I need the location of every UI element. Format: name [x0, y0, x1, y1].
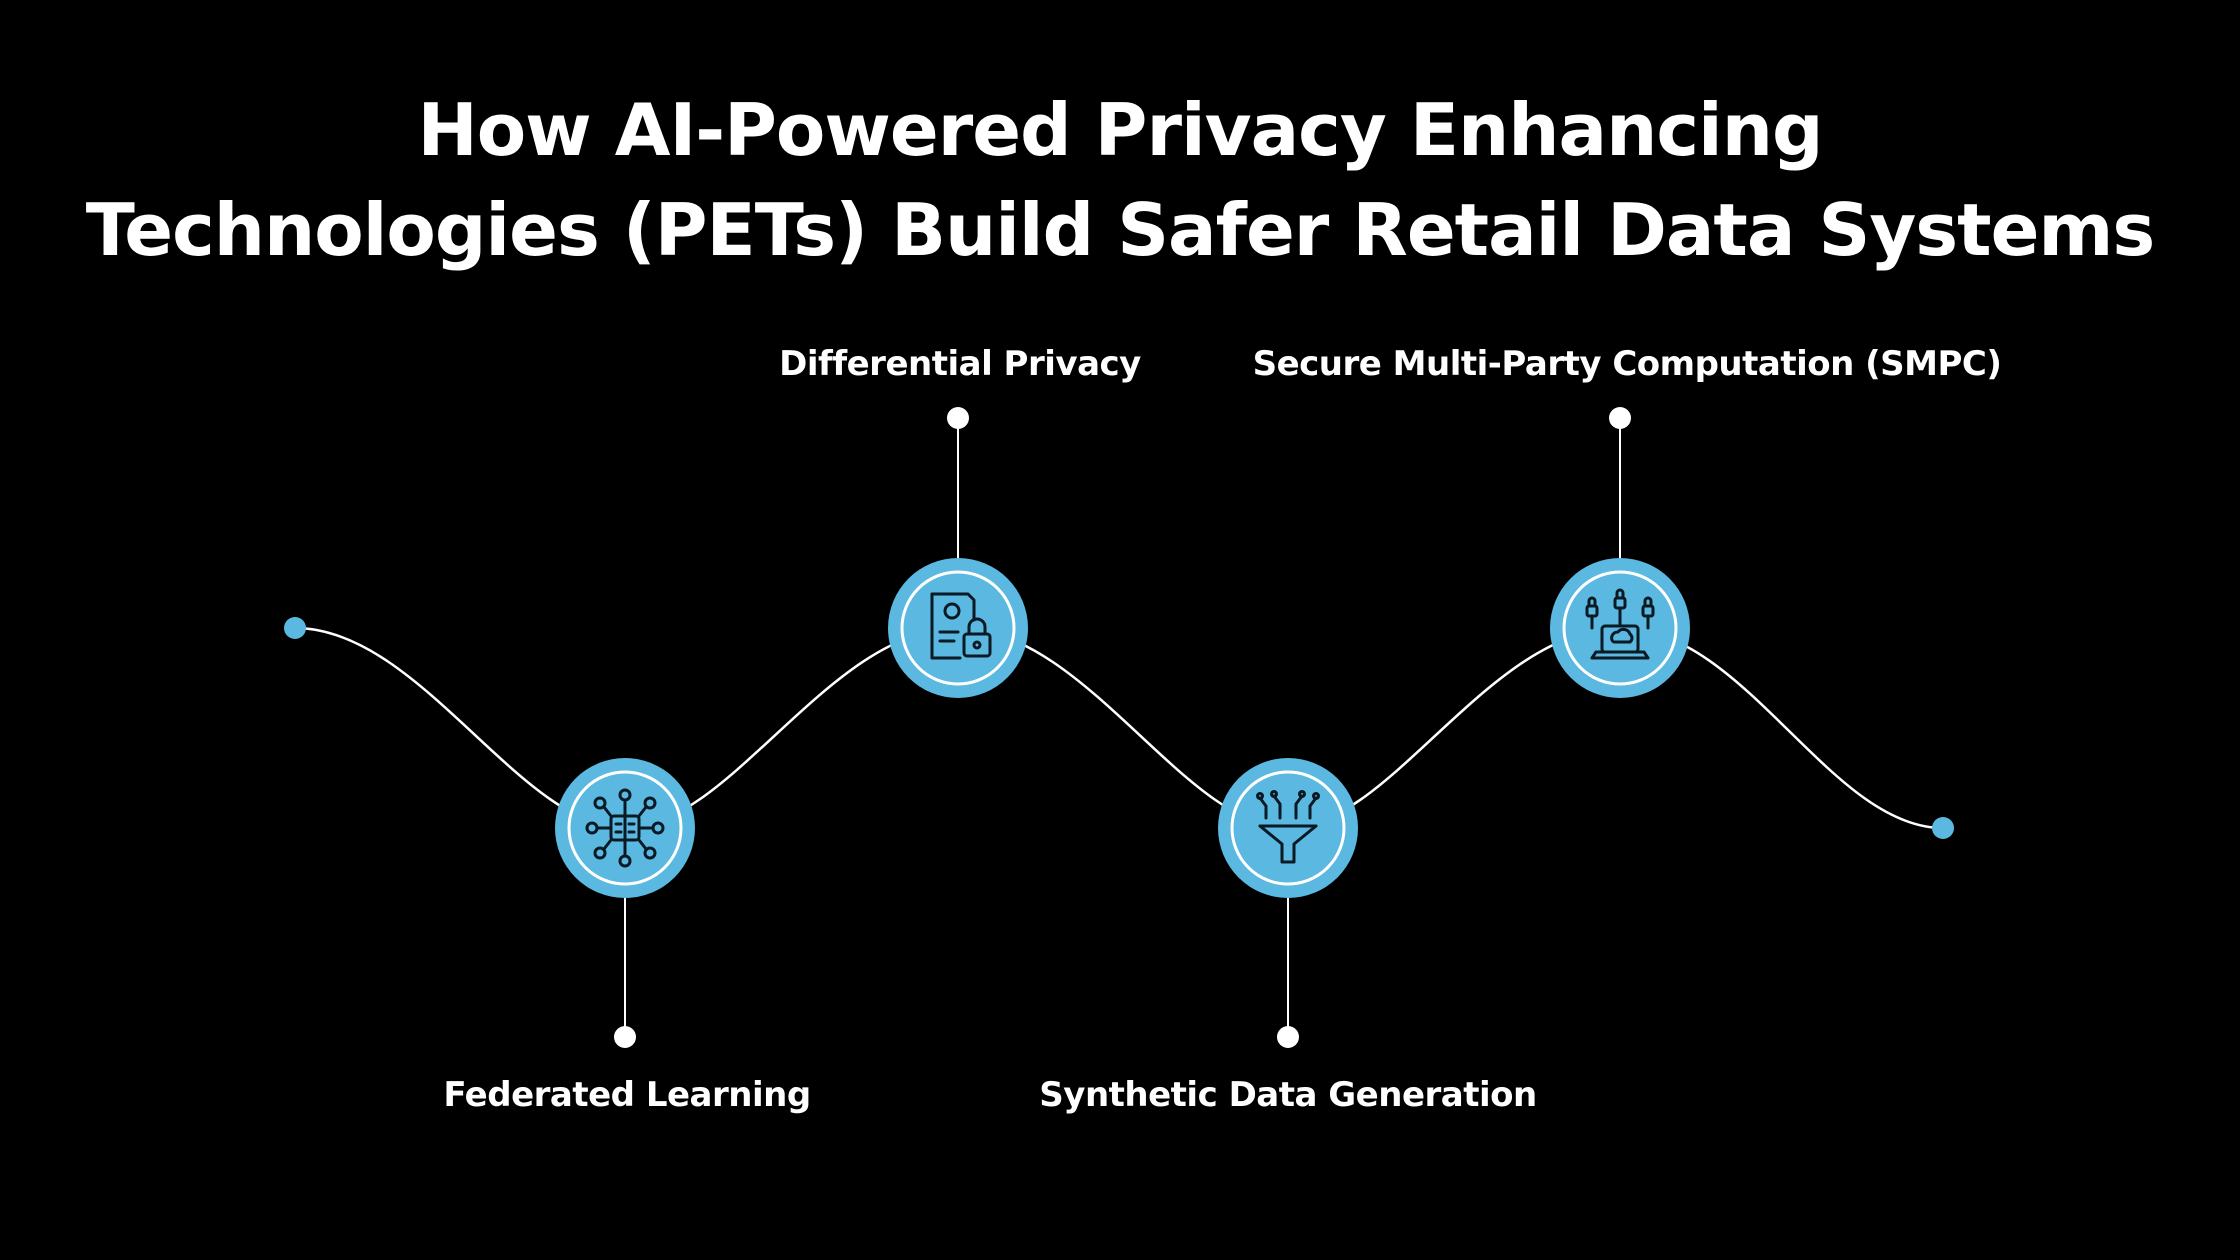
end-endpoint: [1932, 817, 1954, 839]
data-funnel-icon: [1256, 790, 1320, 864]
label-synthetic-data-generation: Synthetic Data Generation: [1039, 1075, 1537, 1115]
connector-pin-4: [1609, 407, 1631, 429]
node-differential-privacy: [888, 558, 1028, 698]
document-lock-icon: [930, 592, 992, 660]
label-secure-multi-party-computation: Secure Multi-Party Computation (SMPC): [1252, 344, 2002, 384]
label-federated-learning: Federated Learning: [443, 1075, 811, 1115]
label-differential-privacy: Differential Privacy: [779, 344, 1141, 384]
node-synthetic-data-generation: [1218, 758, 1358, 898]
connector-pin-3: [1277, 1026, 1299, 1048]
title-line-2: Technologies (PETs) Build Safer Retail D…: [85, 188, 2156, 272]
title-line-1: How AI-Powered Privacy Enhancing: [417, 88, 1823, 172]
wave-curve: [294, 626, 1944, 830]
node-federated-learning: [555, 758, 695, 898]
connector-pin-2: [947, 407, 969, 429]
start-endpoint: [284, 617, 306, 639]
page-title: How AI-Powered Privacy Enhancing Technol…: [0, 80, 2240, 280]
secure-computation-icon: [1585, 588, 1655, 660]
connector-pin-1: [614, 1026, 636, 1048]
federated-network-icon: [585, 788, 665, 868]
node-secure-multi-party-computation: [1550, 558, 1690, 698]
